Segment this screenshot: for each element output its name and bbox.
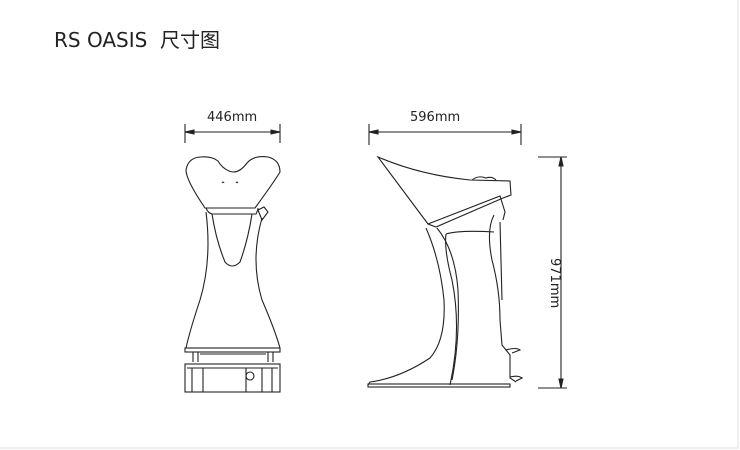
front-width-dimension-line xyxy=(184,124,281,143)
front-width-label: 446mm xyxy=(207,110,258,125)
page-title: RS OASIS 尺寸图 xyxy=(54,28,221,52)
height-dimension-line xyxy=(538,156,567,389)
side-depth-dimension-line xyxy=(368,124,522,145)
side-view-chair xyxy=(367,155,524,388)
side-depth-label: 596mm xyxy=(410,110,461,125)
front-view-chair xyxy=(184,156,281,393)
